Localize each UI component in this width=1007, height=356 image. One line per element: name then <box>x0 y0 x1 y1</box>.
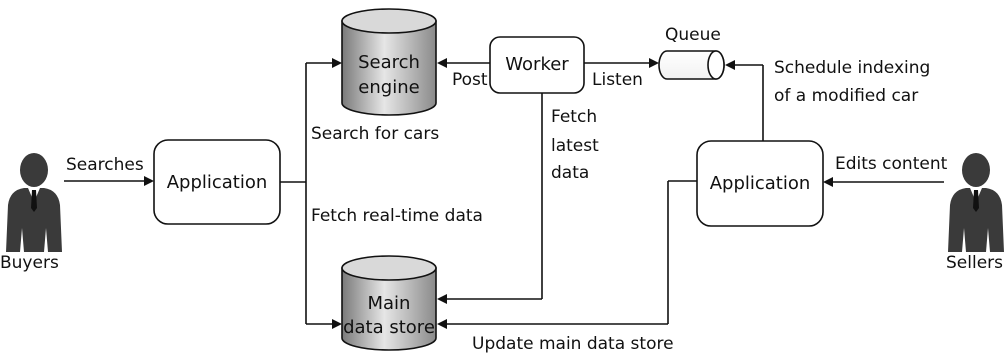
application-left-label: Application <box>167 172 268 193</box>
edge-searches <box>64 176 154 186</box>
edge-post <box>437 58 490 68</box>
edge-schedule-line1: Schedule indexing <box>774 58 930 78</box>
edge-searches-label: Searches <box>66 155 144 175</box>
search-engine-label-line1: Search <box>358 52 420 73</box>
worker-box <box>489 36 585 94</box>
edge-fetch-latest <box>437 93 543 304</box>
buyer-icon <box>6 153 62 252</box>
edge-update-main-label: Update main data store <box>472 334 674 354</box>
edge-edits-content <box>823 177 944 187</box>
edge-app-branch <box>280 58 342 329</box>
sellers-label: Sellers <box>946 253 1003 273</box>
edge-search-for-cars-label: Search for cars <box>311 124 439 144</box>
edge-post-label: Post <box>452 70 488 90</box>
edge-listen <box>584 58 659 68</box>
edge-schedule-line2: of a modified car <box>774 86 918 106</box>
edge-fetch-realtime-label: Fetch real-time data <box>311 206 483 226</box>
edge-fetch-latest-line2: latest <box>551 136 599 156</box>
application-box-right <box>696 140 824 227</box>
main-store-label-line2: data store <box>343 317 435 338</box>
edge-listen-label: Listen <box>592 70 643 90</box>
application-right-label: Application <box>710 173 811 194</box>
worker-label: Worker <box>505 54 569 75</box>
edge-update-main <box>437 180 697 329</box>
search-engine-cylinder <box>341 8 437 116</box>
edge-fetch-latest-line3: data <box>551 163 589 183</box>
edge-schedule-indexing <box>725 60 764 141</box>
edge-fetch-latest-line1: Fetch <box>551 107 597 127</box>
queue-label: Queue <box>665 25 721 45</box>
buyers-label: Buyers <box>0 253 59 273</box>
main-data-store-cylinder <box>341 255 437 351</box>
queue-icon <box>658 50 725 80</box>
search-engine-label-line2: engine <box>358 77 419 98</box>
edge-edits-content-label: Edits content <box>835 154 948 174</box>
seller-icon <box>948 153 1004 252</box>
main-store-label-line1: Main <box>368 293 411 314</box>
